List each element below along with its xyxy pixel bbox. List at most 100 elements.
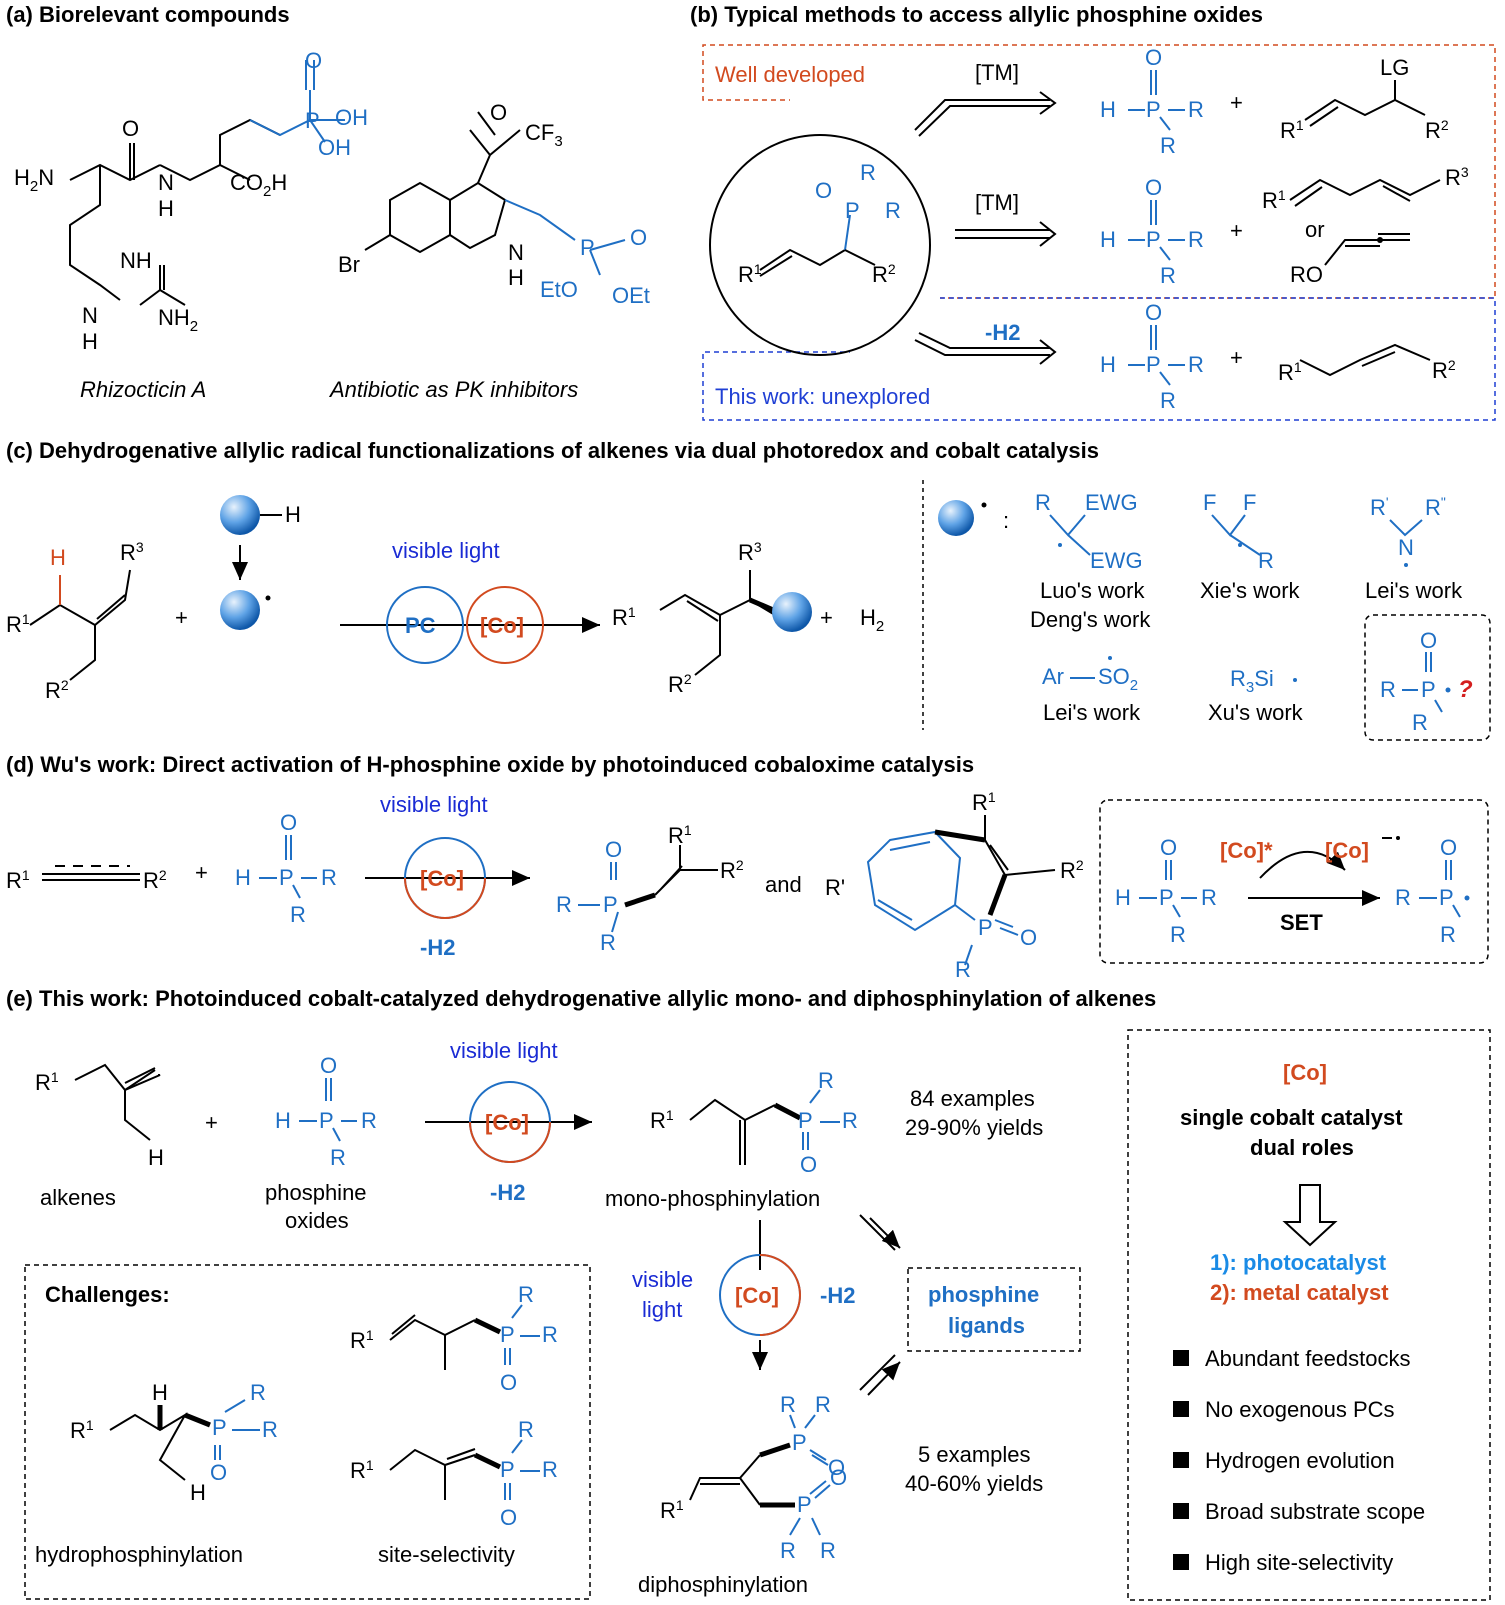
product-ball (772, 592, 812, 632)
phosphinoyl-question-box (1364, 614, 1491, 741)
antibiotic-structure: O CF3 Br N H P O EtO OEt (338, 100, 650, 308)
svg-text:P: P (1439, 885, 1454, 910)
mono-label: mono-phosphinylation (605, 1186, 820, 1211)
svg-text:H: H (275, 1108, 291, 1133)
co-label-c: [Co] (480, 613, 524, 638)
work-deng: Deng's work (1030, 607, 1151, 632)
role-1: 1): photocatalyst (1210, 1250, 1387, 1275)
alkenes-label: alkenes (40, 1185, 116, 1210)
well-developed-label: Well developed (715, 62, 865, 87)
examples-2-b: 40-60% yields (905, 1471, 1043, 1496)
question-mark: ? (1458, 676, 1473, 703)
svg-text:R: R (290, 902, 306, 927)
minus-h2-d: -H2 (420, 935, 455, 960)
svg-text:N: N (158, 170, 174, 195)
plus-e: + (205, 1110, 218, 1135)
svg-text:O: O (122, 116, 139, 141)
svg-text:R': R' (1370, 494, 1389, 520)
examples-2-a: 5 examples (918, 1442, 1031, 1467)
svg-text:H: H (1100, 227, 1116, 252)
double-arrows-b (914, 91, 1057, 365)
svg-text:R: R (1201, 885, 1217, 910)
box-line-1: single cobalt catalyst (1180, 1105, 1403, 1130)
work-lei-1: Lei's work (1365, 578, 1463, 603)
svg-text:R2: R2 (143, 867, 167, 893)
svg-text:R2: R2 (1432, 357, 1456, 383)
svg-text:O: O (500, 1505, 517, 1530)
svg-text:O: O (830, 1465, 847, 1490)
box-co-label: [Co] (1283, 1060, 1327, 1085)
co-label-e2: [Co] (735, 1283, 779, 1308)
tm-reagent-2: [TM] (975, 190, 1019, 215)
svg-text:R: R (330, 1145, 346, 1170)
visible-light-c: visible light (392, 538, 500, 563)
svg-text:R: R (1258, 548, 1274, 573)
panel-b-title: (b) Typical methods to access allylic ph… (690, 2, 1263, 27)
role-2: 2): metal catalyst (1210, 1280, 1389, 1305)
svg-text:P: P (500, 1322, 515, 1347)
di-label: diphosphinylation (638, 1572, 808, 1597)
well-developed-box (702, 44, 1496, 299)
svg-text:H: H (158, 196, 174, 221)
co-star-label: [Co]* (1220, 838, 1273, 863)
svg-text:P: P (212, 1415, 227, 1440)
h2-reagent-b: -H2 (985, 320, 1020, 345)
plus-d-1: + (195, 860, 208, 885)
svg-text:P: P (1421, 677, 1436, 702)
visible-light-e: visible light (450, 1038, 558, 1063)
svg-text:R: R (820, 1538, 836, 1563)
co-label-e: [Co] (485, 1110, 529, 1135)
co-cycle-c (466, 586, 544, 664)
radical-ball (220, 590, 260, 630)
svg-text:P: P (1146, 352, 1161, 377)
minus-h2-e: -H2 (490, 1180, 525, 1205)
svg-text:R3: R3 (738, 539, 762, 565)
this-work-box (702, 297, 1496, 421)
svg-text:H: H (50, 545, 66, 570)
svg-text:OEt: OEt (612, 283, 650, 308)
svg-text:P: P (1146, 97, 1161, 122)
benzophosphole-oxide: P O R R1 R2 R' (825, 789, 1084, 982)
svg-text:P: P (1159, 885, 1174, 910)
svg-text:R3: R3 (1445, 164, 1469, 190)
svg-text:R2: R2 (668, 671, 692, 697)
svg-text:R1: R1 (35, 1069, 59, 1095)
svg-text:NH: NH (120, 248, 152, 273)
challenges-label: Challenges: (45, 1282, 170, 1307)
svg-text:R: R (600, 930, 616, 955)
svg-text:P: P (798, 1108, 813, 1133)
svg-text:R1: R1 (660, 1497, 684, 1523)
bullet-list: Abundant feedstocks No exogenous PCs Hyd… (1173, 1346, 1425, 1575)
svg-text:R: R (1035, 490, 1051, 515)
visible-light-d: visible light (380, 792, 488, 817)
svg-text:OH: OH (318, 135, 351, 160)
svg-text:R: R (780, 1392, 796, 1417)
svg-text:O: O (1440, 835, 1457, 860)
rhizocticin-structure: H2N O N H CO2H NH N H NH2 O P OH OH (14, 48, 368, 354)
svg-text:CO2H: CO2H (230, 170, 287, 200)
product-c: R1 R3 R2 (612, 539, 779, 697)
examples-1-b: 29-90% yields (905, 1115, 1043, 1140)
svg-text:P: P (305, 108, 320, 133)
svg-text:P: P (279, 865, 294, 890)
svg-text:R1: R1 (6, 867, 30, 893)
svg-text:O: O (1145, 45, 1162, 70)
ligands-a: phosphine (928, 1282, 1039, 1307)
svg-text:P: P (500, 1457, 515, 1482)
svg-text:R1: R1 (350, 1457, 374, 1483)
bullet-0: Abundant feedstocks (1205, 1346, 1410, 1371)
ligand-arrows (859, 1214, 900, 1396)
svg-text:R: R (1188, 227, 1204, 252)
work-lei-2: Lei's work (1043, 700, 1141, 725)
svg-text:R: R (815, 1392, 831, 1417)
alkene-substrate-e: R1 H (35, 1063, 164, 1170)
svg-text:O: O (500, 1370, 517, 1395)
radical-ball-h (220, 495, 260, 535)
svg-text:P: P (1146, 227, 1161, 252)
svg-text:OH: OH (335, 105, 368, 130)
svg-text:H: H (82, 329, 98, 354)
